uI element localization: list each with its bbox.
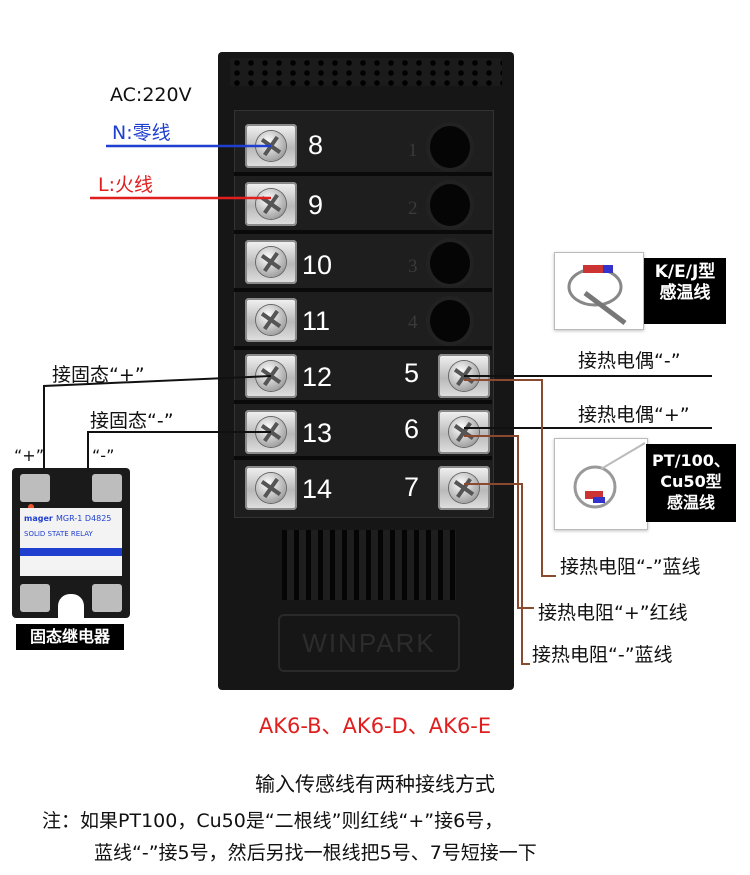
thermocouple-type-tag: K/E/J型 感温线	[644, 258, 726, 324]
ssr-minus-wire	[87, 431, 271, 470]
ssr-stripe	[20, 548, 122, 556]
ssr-minus-label: 接固态“-”	[90, 410, 174, 432]
rtd-wire-6	[464, 435, 534, 609]
terminal-screw-9	[245, 182, 297, 226]
rtd-wire-7	[464, 483, 530, 665]
thermocouple-sensor-inset	[554, 252, 644, 330]
rtd-sensor-inset	[554, 438, 648, 530]
thermocouple-plus-label: 接热电偶“+”	[578, 404, 690, 426]
ssr-brand: mager	[24, 514, 53, 523]
ssr-plus-mark: “+”	[14, 446, 44, 465]
ac-voltage-label: AC:220V	[110, 84, 192, 106]
terminal-number-8: 8	[308, 130, 324, 160]
brand-emboss: WINPARK	[278, 614, 460, 672]
note-line-2: 蓝线“-”接5号，然后另找一根线把5号、7号短接一下	[94, 842, 537, 864]
terminal-hole-4	[430, 300, 470, 342]
rtd-blue-label-top: 接热电阻“-”蓝线	[560, 556, 701, 578]
solid-state-relay: mager MGR-1 D4825 SOLID STATE RELAY	[12, 468, 130, 618]
ssr-terminal-top-right	[92, 474, 122, 502]
rtd-type-line1: PT/100、	[652, 451, 730, 470]
note-line-1: 注：如果PT100，Cu50是“二根线”则红线“+”接6号，	[42, 810, 504, 832]
terminal-number-12: 12	[302, 362, 333, 392]
top-vent	[230, 58, 502, 86]
terminal-screw-10	[245, 240, 297, 284]
ssr-notch	[58, 594, 84, 618]
rtd-wire-5	[464, 379, 556, 577]
thermocouple-type-line2: 感温线	[659, 283, 711, 303]
terminal-number-4: 4	[408, 312, 418, 333]
thermocouple-minus-label: 接热电偶“-”	[578, 350, 681, 372]
thermocouple-probe-image	[567, 265, 627, 325]
terminal-number-3: 3	[408, 256, 418, 277]
rtd-blue-label-bottom: 接热电阻“-”蓝线	[532, 644, 673, 666]
ssr-name: SOLID STATE RELAY	[24, 530, 93, 538]
separator	[234, 400, 492, 404]
caption: 输入传感线有两种接线方式	[255, 772, 495, 796]
separator	[234, 456, 492, 460]
terminal-number-5: 5	[404, 358, 420, 388]
ssr-plus-label: 接固态“+”	[52, 364, 145, 386]
rtd-type-line3: 感温线	[666, 493, 715, 512]
terminal-number-6: 6	[404, 414, 420, 444]
terminal-number-13: 13	[302, 418, 333, 448]
terminal-number-2: 2	[408, 198, 418, 219]
rtd-probe-image	[573, 442, 646, 509]
model-list: AK6-B、AK6-D、AK6-E	[258, 714, 492, 738]
terminal-number-11: 11	[302, 306, 331, 336]
ssr-terminal-bottom-right	[92, 584, 122, 612]
terminal-screw-11	[245, 298, 297, 342]
terminal-number-10: 10	[302, 250, 333, 280]
terminal-number-1: 1	[408, 140, 418, 161]
ssr-terminal-top-left	[20, 474, 50, 502]
bottom-vent	[282, 530, 456, 600]
rtd-type-line2: Cu50型	[660, 472, 722, 491]
rtd-red-label: 接热电阻“+”红线	[538, 602, 688, 624]
thermocouple-type-line1: K/E/J型	[654, 262, 716, 282]
separator	[234, 288, 492, 292]
ssr-led	[28, 504, 34, 510]
separator	[234, 172, 492, 176]
terminal-screw-6	[438, 410, 490, 454]
ssr-face: mager MGR-1 D4825 SOLID STATE RELAY	[20, 508, 122, 576]
separator	[234, 346, 492, 350]
terminal-hole-1	[430, 126, 470, 168]
terminal-hole-2	[430, 184, 470, 226]
terminal-number-7: 7	[404, 472, 420, 502]
live-label: L:火线	[98, 174, 153, 196]
rtd-type-tag: PT/100、 Cu50型 感温线	[646, 444, 736, 522]
terminal-number-9: 9	[308, 190, 324, 220]
ssr-model: MGR-1 D4825	[56, 514, 112, 523]
terminal-number-14: 14	[302, 474, 333, 504]
ssr-plus-wire	[43, 375, 272, 470]
ssr-minus-mark: “-”	[92, 446, 115, 465]
terminal-screw-14	[245, 466, 297, 510]
neutral-label: N:零线	[112, 122, 171, 144]
ssr-caption: 固态继电器	[16, 624, 124, 650]
terminal-hole-3	[430, 242, 470, 284]
terminal-screw-7	[438, 466, 490, 510]
separator	[234, 230, 492, 234]
ssr-terminal-bottom-left	[20, 584, 50, 612]
